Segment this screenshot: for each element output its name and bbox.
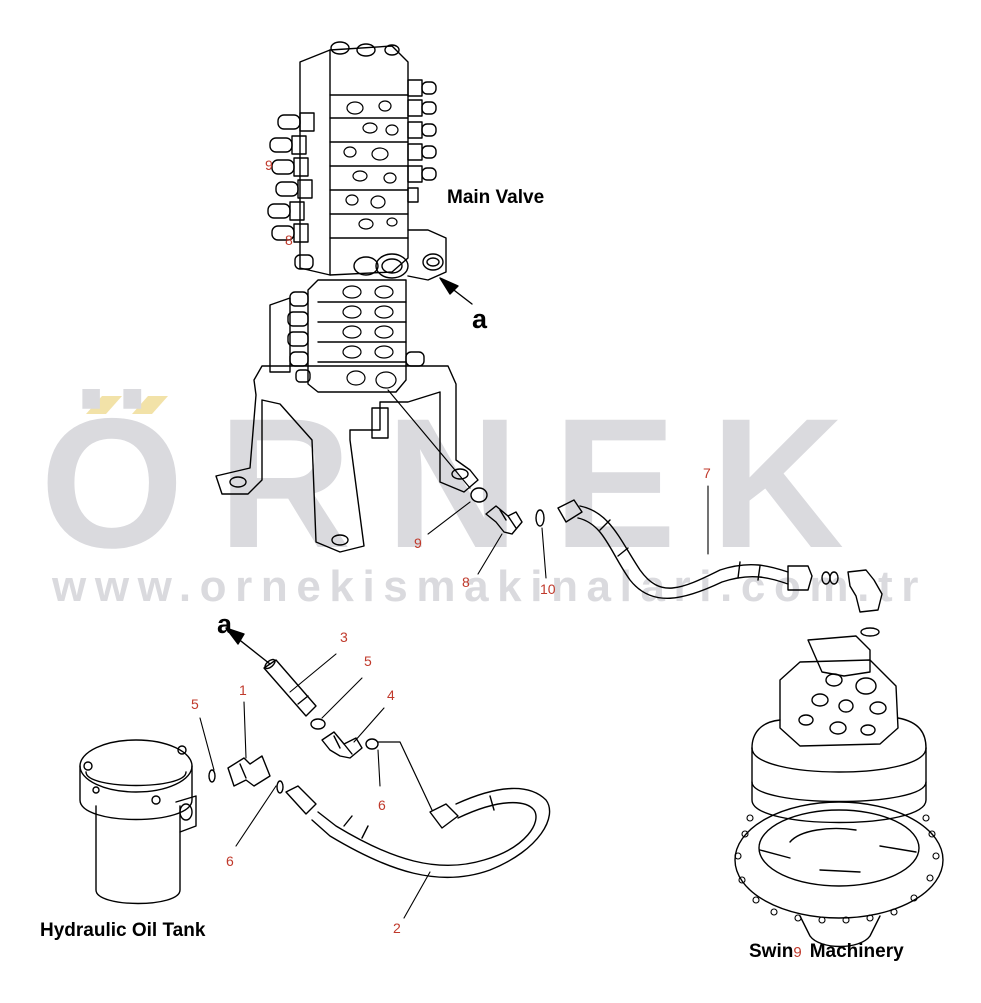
- swing-machinery-label-left: Swin: [749, 941, 794, 962]
- part-number-8: 8: [462, 574, 470, 590]
- part-number-10: 10: [540, 581, 556, 597]
- part-number-6-right: 6: [378, 797, 386, 813]
- oring-part-5-upper: [310, 718, 326, 730]
- part-number-1: 1: [239, 682, 247, 698]
- part-number-5-upper: 5: [364, 653, 372, 669]
- view-arrow-pipe-head: [225, 627, 245, 645]
- main-valve-drawing: [215, 41, 479, 553]
- elbow-part-4: [321, 731, 363, 759]
- part-number-9: 9: [414, 535, 422, 551]
- part-number-2: 2: [393, 920, 401, 936]
- swing-machinery-label-right: Machinery: [809, 941, 904, 962]
- view-arrow-valve-head: [439, 277, 459, 295]
- oring-part-6-right: [365, 738, 379, 750]
- pipe-part-3: [263, 658, 317, 717]
- hose-part-7: [557, 499, 883, 637]
- watermark-brand: ÖRNEK: [40, 381, 879, 587]
- part-number-9-valve: 9: [265, 157, 273, 173]
- part-number-3: 3: [340, 629, 348, 645]
- swing-machinery-label: Swin9 Machinery: [749, 941, 904, 963]
- oring-part-10: [535, 509, 545, 527]
- swing-machinery-drawing: [734, 635, 944, 948]
- watermark-umlaut-left: [86, 396, 122, 414]
- hydraulic-oil-tank-label: Hydraulic Oil Tank: [40, 920, 206, 941]
- hydraulic-oil-tank-drawing: [79, 739, 197, 905]
- part-number-6-left: 6: [226, 853, 234, 869]
- watermark-umlaut-right: [132, 396, 168, 414]
- swing-machinery-label-mark: 9: [793, 944, 802, 961]
- oring-part-6-left: [276, 780, 284, 794]
- oring-part-9: [470, 487, 488, 503]
- part-number-7: 7: [703, 465, 711, 481]
- main-valve-label: Main Valve: [447, 187, 545, 208]
- part-number-4: 4: [387, 687, 395, 703]
- elbow-part-1: [227, 755, 271, 787]
- leader-lines: [199, 485, 709, 919]
- watermark-website: www.ornekismakinalari.com.tr: [52, 562, 927, 611]
- elbow-part-8: [485, 505, 523, 535]
- view-arrow-pipe-letter: a: [217, 609, 233, 639]
- part-number-8-valve: 8: [285, 232, 293, 248]
- view-arrow-valve-letter: a: [472, 304, 488, 334]
- hose-part-2: [285, 785, 551, 879]
- part-number-5-left: 5: [191, 696, 199, 712]
- oring-part-5-left: [208, 769, 216, 783]
